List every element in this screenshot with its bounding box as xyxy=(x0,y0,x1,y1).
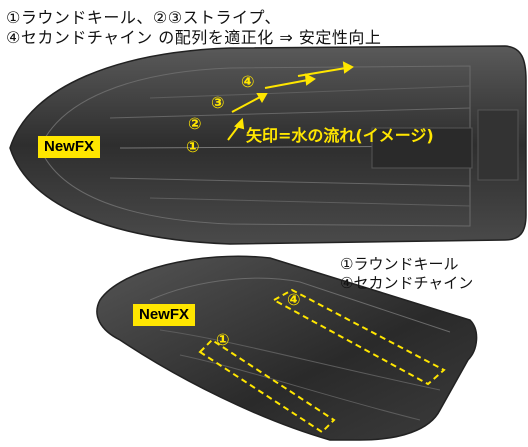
header-line-2: ④セカンドチャイン の配列を適正化 ⇒ 安定性向上 xyxy=(6,28,382,47)
top-hull-shape xyxy=(9,45,527,245)
marker-second-chine-bottom: ④ xyxy=(287,290,301,309)
marker-stripe-2: ② xyxy=(188,114,202,133)
marker-stripe-3: ③ xyxy=(211,93,225,112)
highlight-boxes xyxy=(198,288,446,434)
arrow-caption: 矢印=水の流れ(イメージ) xyxy=(246,126,434,145)
header-line-1: ①ラウンドキール、②③ストライプ、 xyxy=(6,8,282,27)
marker-round-keel-bottom: ① xyxy=(216,330,230,349)
marker-round-keel: ① xyxy=(186,137,200,156)
legend-note-2: ④セカンドチャイン xyxy=(340,274,474,292)
model-tag-top: NewFX xyxy=(38,136,101,158)
bottom-hull-shape xyxy=(96,255,478,441)
water-flow-arrows xyxy=(227,61,354,141)
model-tag-bottom: NewFX xyxy=(133,304,196,326)
marker-second-chine: ④ xyxy=(241,72,255,91)
second-chine-box xyxy=(271,288,446,386)
legend-note-1: ①ラウンドキール xyxy=(340,255,459,273)
round-keel-box xyxy=(198,338,336,434)
